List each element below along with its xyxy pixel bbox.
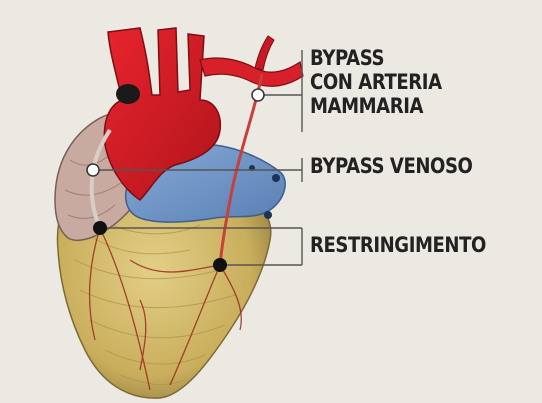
vein-opening xyxy=(264,211,272,219)
subclavian-artery-upper xyxy=(255,36,274,70)
marker-venoso xyxy=(87,164,99,176)
label-line: CON ARTERIA xyxy=(310,70,442,94)
label-line: MAMMARIA xyxy=(310,94,442,118)
marker-restringimento-left xyxy=(93,221,107,235)
marker-restringimento-right xyxy=(213,258,227,272)
subclavian-artery xyxy=(200,58,303,86)
label-restringimento: RESTRINGIMENTO xyxy=(310,233,486,257)
aortic-opening xyxy=(116,84,140,104)
label-bypass-venoso: BYPASS VENOSO xyxy=(310,154,472,178)
vein-opening xyxy=(272,174,280,182)
label-bypass-arteria-mammaria: BYPASS CON ARTERIA MAMMARIA xyxy=(310,46,442,118)
marker-mammaria xyxy=(252,89,264,101)
label-line: BYPASS xyxy=(310,46,442,70)
